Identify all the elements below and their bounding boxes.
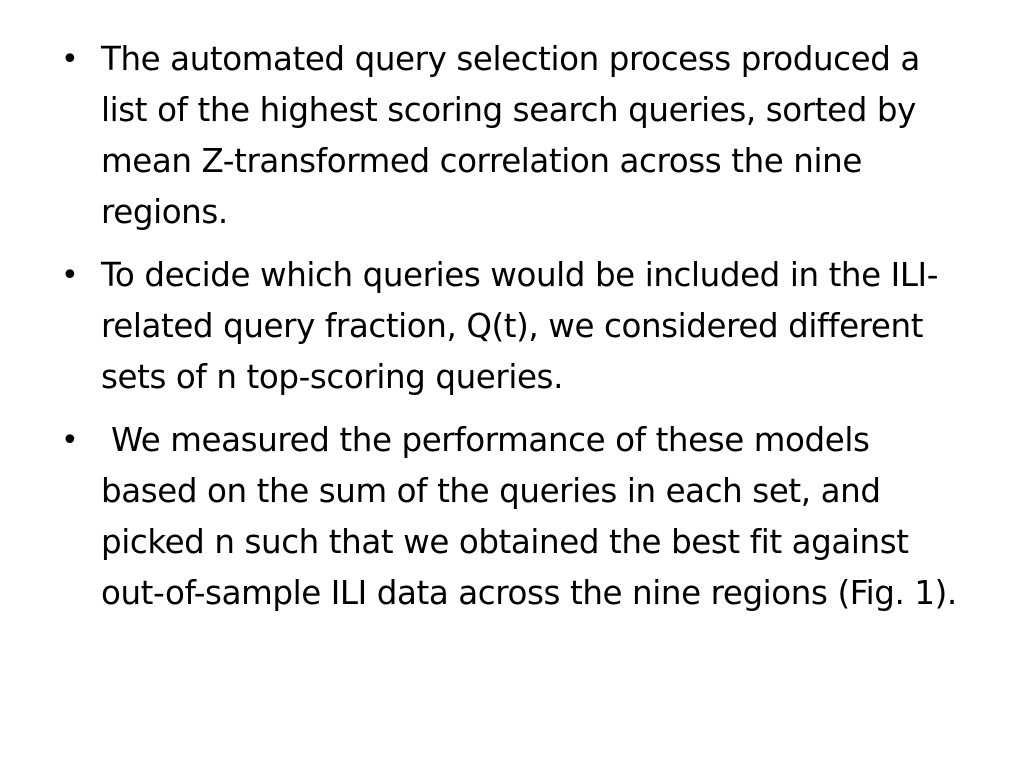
bullet-list: • The automated query selection process p… (57, 34, 957, 631)
bullet-item: • We measured the performance of these m… (57, 415, 957, 619)
bullet-text: We measured the performance of these mod… (101, 421, 957, 612)
bullet-icon: • (61, 258, 79, 293)
bullet-text: To decide which queries would be include… (101, 256, 939, 396)
bullet-item: • To decide which queries would be includ… (57, 250, 957, 403)
bullet-icon: • (61, 423, 79, 458)
bullet-text: The automated query selection process pr… (101, 40, 930, 231)
bullet-item: • The automated query selection process p… (57, 34, 957, 238)
bullet-icon: • (61, 42, 79, 77)
